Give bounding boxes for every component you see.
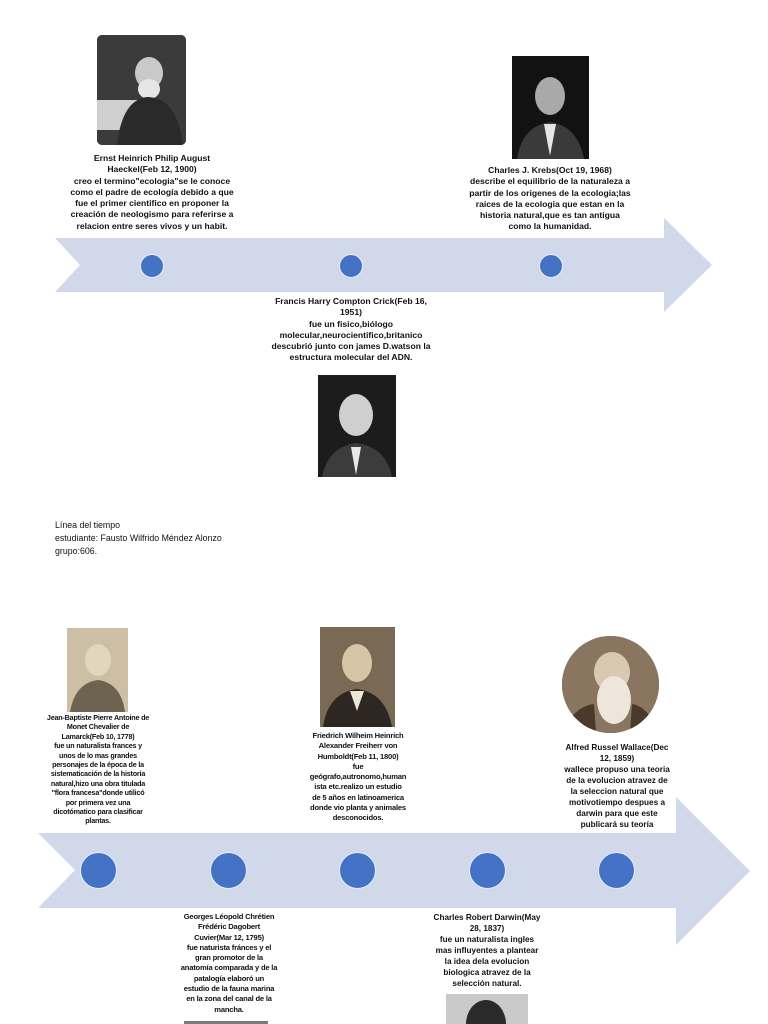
event-text-crick: Francis Harry Compton Crick(Feb 16, 1951… (271, 296, 431, 363)
portrait-haeckel (97, 35, 186, 145)
event-text-humboldt: Friedrich Wilheim Heinrich Alexander Fre… (309, 731, 407, 823)
timeline-dot-humboldt (339, 852, 376, 889)
timeline-dot-cuvier (210, 852, 247, 889)
timeline-arrow-top (55, 218, 712, 312)
event-text-haeckel: Ernst Heinrich Philip August Haeckel(Feb… (70, 153, 234, 231)
timeline-dot-crick (339, 254, 363, 278)
timeline-arrow-bottom (38, 797, 750, 945)
portrait-crick (318, 375, 396, 477)
caption-line-title: Línea del tiempo (55, 520, 121, 530)
timeline-dot-haeckel (140, 254, 164, 278)
event-text-krebs: Charles J. Krebs(Oct 19, 1968) describe … (469, 165, 631, 232)
event-text-wallace: Alfred Russel Wallace(Dec 12, 1859) wall… (564, 743, 670, 829)
event-text-cuvier: Georges Léopold Chrétien Frédéric Dagobe… (180, 912, 278, 1014)
caption-line-group: grupo:606. (55, 546, 98, 556)
portrait-krebs (512, 56, 589, 159)
document-caption: Línea del tiempo estudiante: Fausto Wilf… (55, 519, 222, 558)
event-text-lamarck: Jean-Baptiste Pierre Antoine de Monet Ch… (46, 713, 150, 826)
caption-line-student: estudiante: Fausto Wilfrido Méndez Alonz… (55, 533, 222, 543)
portrait-darwin (446, 994, 528, 1024)
timeline-dot-darwin (469, 852, 506, 889)
portrait-cuvier-edge (184, 1021, 268, 1024)
portrait-wallace (562, 636, 659, 733)
portrait-lamarck (67, 628, 128, 712)
timeline-dot-wallace (598, 852, 635, 889)
timeline-dot-krebs (539, 254, 563, 278)
portrait-humboldt (320, 627, 395, 727)
event-text-darwin: Charles Robert Darwin(May 28, 1837) fue … (433, 913, 541, 988)
timeline-dot-lamarck (80, 852, 117, 889)
